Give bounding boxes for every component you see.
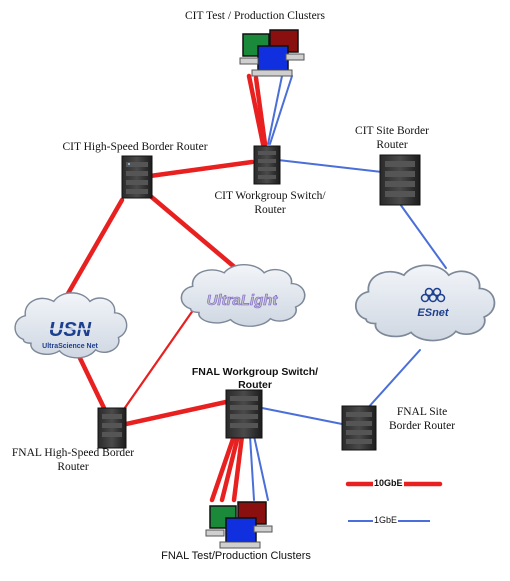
svg-text:UltraLight: UltraLight — [207, 292, 279, 309]
legend-1gbe-label: 1GbE — [373, 515, 399, 526]
fnal-clusters-label: FNAL Test/Production Clusters — [161, 550, 311, 562]
link-fnal-hs-to-fnal-wg — [123, 399, 229, 427]
link-cit-cluster-1 — [246, 73, 266, 147]
link-cit-cluster-4 — [269, 75, 293, 145]
link-fnal-wg-cluster-3 — [231, 433, 245, 503]
link-cit-wg-to-site — [277, 159, 383, 173]
fnal-site-border-router-icon — [341, 405, 377, 451]
links-10gbe — [59, 73, 268, 503]
link-cit-hs-to-ultralight — [145, 191, 241, 273]
link-fnal-wg-cluster-5 — [253, 435, 269, 501]
svg-text:USN: USN — [49, 319, 92, 341]
cit-workgroup-switch-icon — [253, 145, 281, 185]
svg-text:UltraScience Net: UltraScience Net — [42, 343, 98, 350]
link-ultralight-to-fnal-hs — [120, 304, 198, 414]
link-fnal-wg-to-site — [261, 407, 343, 425]
legend-10gbe-label: 10GbE — [373, 478, 404, 489]
link-cit-hs-to-usn — [59, 197, 125, 307]
links-1gbe — [249, 75, 447, 501]
fnal-cluster-monitors-icon — [205, 501, 273, 549]
esnet-logo: ESnet — [417, 287, 450, 319]
fnal-workgroup-switch-icon — [225, 389, 263, 439]
usn-logo: USN UltraScience Net — [42, 319, 98, 350]
link-esnet-to-fnal-site — [365, 349, 421, 411]
link-cit-cluster-2 — [253, 75, 268, 147]
fnal-site-border-label: FNAL Site Border Router — [388, 406, 456, 432]
link-cit-cluster-3 — [267, 75, 283, 145]
cit-hs-border-router-icon — [121, 155, 153, 199]
fnal-hs-border-label: FNAL High-Speed Border Router — [11, 447, 135, 473]
ultralight-logo: UltraLight — [206, 292, 279, 310]
cit-hs-border-label: CIT High-Speed Border Router — [62, 141, 208, 153]
link-fnal-wg-cluster-2 — [219, 433, 241, 503]
cit-clusters-label: CIT Test / Production Clusters — [185, 10, 325, 22]
link-usn-to-fnal-hs — [75, 351, 107, 411]
cit-workgroup-label: CIT Workgroup Switch/ Router — [214, 190, 326, 216]
cit-cluster-monitors-icon — [239, 29, 305, 77]
link-cit-hs-to-workgroup — [147, 159, 255, 179]
fnal-workgroup-label: FNAL Workgroup Switch/ Router — [191, 366, 319, 391]
cit-site-border-label: CIT Site Border Router — [355, 125, 429, 151]
link-cit-site-to-esnet — [399, 203, 447, 269]
esnet-cloud — [354, 264, 496, 342]
cit-site-border-router-icon — [379, 154, 421, 206]
link-fnal-wg-cluster-1 — [209, 433, 237, 503]
fnal-hs-border-router-icon — [97, 407, 127, 449]
svg-text:ESnet: ESnet — [417, 307, 450, 319]
link-fnal-wg-cluster-4 — [249, 435, 255, 501]
